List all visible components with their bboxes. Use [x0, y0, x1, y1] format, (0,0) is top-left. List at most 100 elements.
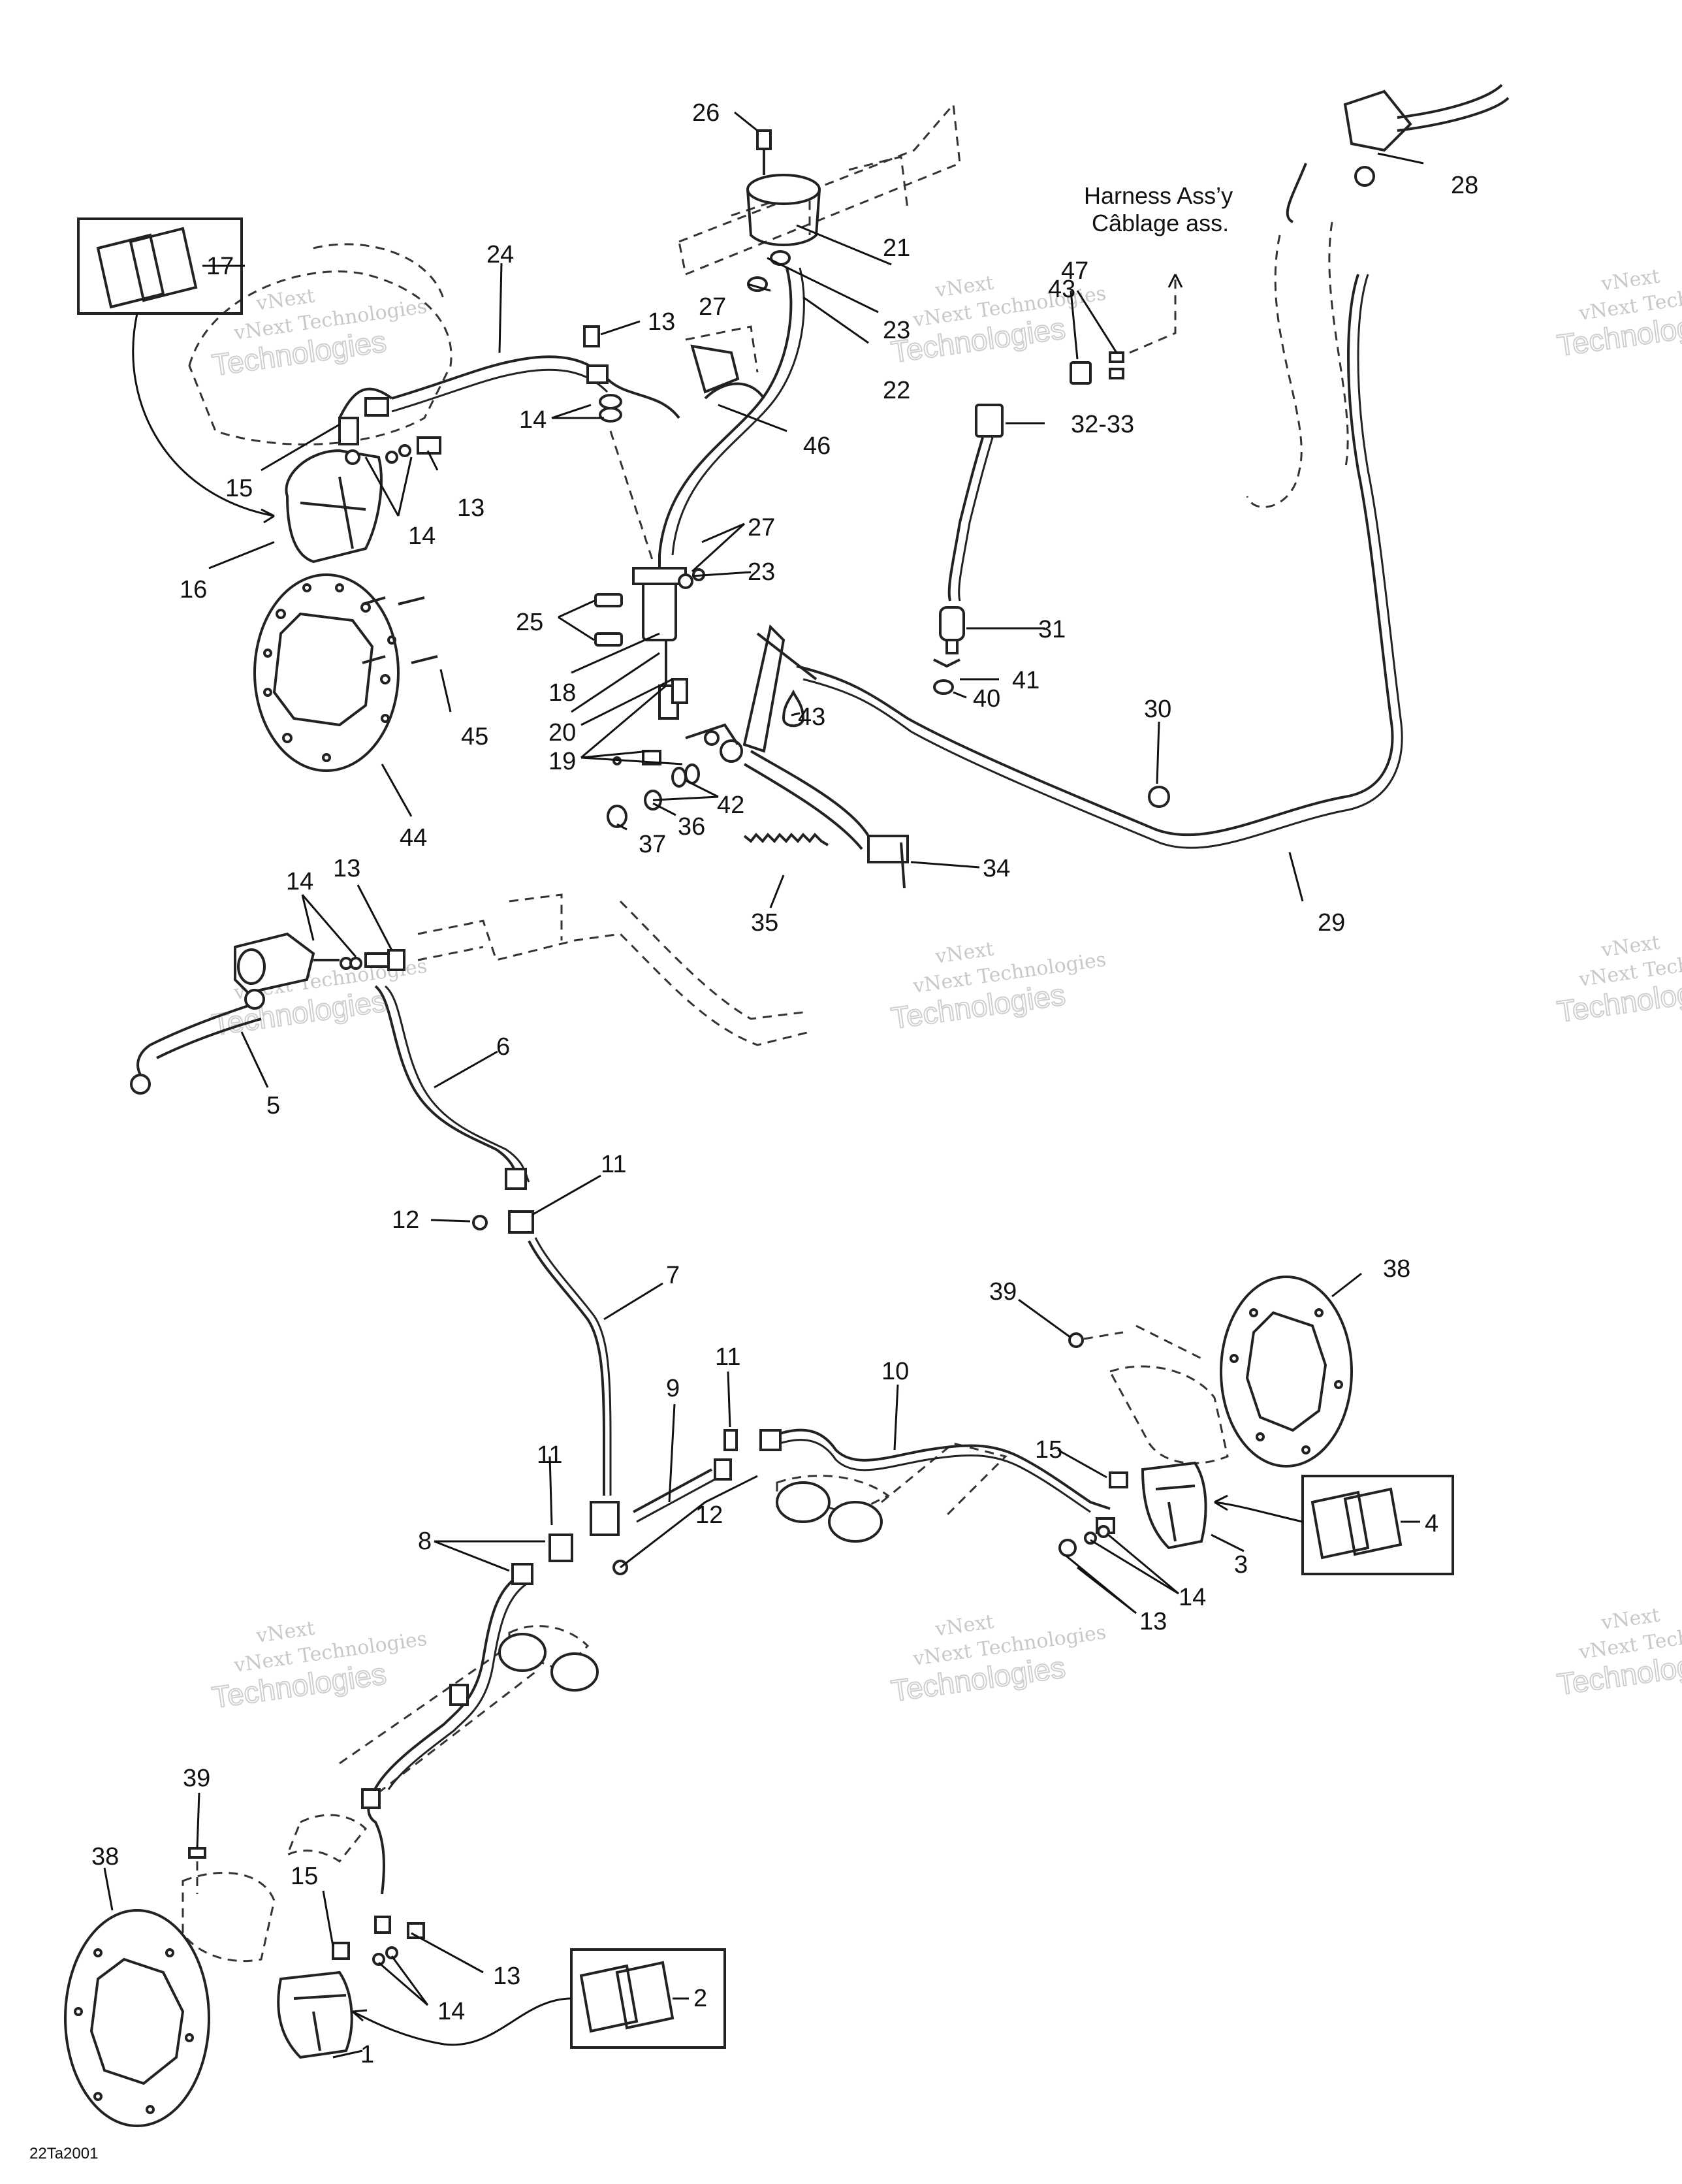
callout-14: 14	[286, 868, 313, 895]
disc-bolts-45	[362, 596, 438, 664]
callout-41: 41	[1012, 667, 1039, 694]
frame-outline	[182, 102, 1349, 1963]
callout-7: 7	[666, 1262, 680, 1289]
bolt-39	[1068, 1332, 1084, 1348]
callout-3: 3	[1234, 1551, 1248, 1579]
callout-10: 10	[881, 1358, 909, 1385]
rear-disc-44	[253, 573, 400, 772]
cable-tie-30	[1147, 786, 1171, 808]
watermark-layer: vNext vNext Technologies Technologies vN…	[210, 265, 1682, 1715]
watermark-text: vNext	[933, 272, 995, 302]
callout-2: 2	[693, 1985, 707, 2012]
tee-block	[548, 1501, 628, 1575]
callout-43: 43	[1048, 276, 1075, 303]
callout-4: 4	[1425, 1510, 1438, 1537]
callout-40: 40	[973, 685, 1000, 713]
watermark-text: vNext	[933, 938, 995, 969]
callout-14: 14	[437, 1998, 465, 2025]
callout-11: 11	[601, 1151, 626, 1178]
callouts: 26 21 23 27 22 46 43 47 28 32-33 31 41 4…	[91, 99, 1478, 2068]
callout-15: 15	[1035, 1436, 1062, 1464]
reservoir-hose-22	[658, 267, 793, 568]
callout-38: 38	[91, 1843, 119, 1871]
callout-12: 12	[392, 1206, 419, 1234]
parking-cable-29	[796, 274, 1394, 837]
brake-line-6	[374, 985, 520, 1183]
callout-16: 16	[180, 576, 207, 603]
clevis-19-20	[612, 678, 720, 765]
brake-line-8	[367, 1573, 523, 1895]
callout-21: 21	[883, 234, 910, 262]
callout-26: 26	[692, 99, 720, 127]
junction-block-11	[472, 1210, 534, 1234]
pad-kit-4	[1214, 1475, 1454, 1575]
harness-connectors	[933, 274, 1183, 695]
fitting	[505, 1168, 527, 1190]
parking-lever-28	[1286, 84, 1510, 223]
callout-42: 42	[717, 792, 744, 819]
callout-13: 13	[457, 494, 484, 522]
callout-13: 13	[1139, 1608, 1167, 1635]
watermark-text: vNext	[1599, 265, 1661, 296]
callout-20: 20	[548, 719, 576, 747]
brake-line-9	[633, 1468, 712, 1513]
callout-38: 38	[1383, 1255, 1410, 1283]
watermark-text: vNext	[1599, 1604, 1661, 1635]
callout-39: 39	[989, 1278, 1017, 1306]
callout-27: 27	[748, 514, 775, 541]
callout-22: 22	[883, 377, 910, 404]
callout-47: 47	[1061, 257, 1088, 285]
front-disc-38-left	[64, 1909, 210, 2127]
callout-46: 46	[803, 432, 831, 460]
master-cylinder-18	[632, 567, 705, 720]
callout-35: 35	[751, 909, 778, 937]
callout-32-33: 32-33	[1071, 411, 1134, 438]
callout-24: 24	[486, 241, 514, 268]
callout-14: 14	[519, 406, 547, 434]
harness-label-line-2: Câblage ass.	[1092, 210, 1229, 236]
front-master-cylinder-5	[130, 932, 405, 1095]
junction-fitting	[583, 325, 654, 562]
pivot-tubes	[498, 1481, 883, 1692]
callout-11: 11	[537, 1441, 562, 1469]
bolt-39	[188, 1847, 206, 1859]
callout-30: 30	[1144, 696, 1171, 723]
rear-caliper-16	[285, 387, 441, 564]
watermark-text: vNext	[254, 1617, 316, 1648]
switch-43	[782, 689, 805, 728]
callout-45: 45	[461, 723, 488, 750]
callout-13: 13	[493, 1963, 520, 1990]
callout-9: 9	[666, 1375, 680, 1402]
callout-1: 1	[360, 2041, 374, 2068]
callout-13: 13	[648, 308, 675, 336]
callout-29: 29	[1318, 909, 1345, 937]
callout-25: 25	[516, 609, 543, 636]
front-disc-38-right	[1220, 1276, 1353, 1468]
bolts-25	[594, 593, 623, 647]
callout-43: 43	[798, 703, 825, 731]
hose-clamp-46	[704, 382, 765, 400]
callout-12: 12	[695, 1502, 723, 1529]
brake-line-7	[528, 1240, 605, 1496]
callout-14: 14	[1179, 1584, 1206, 1611]
callout-15: 15	[225, 475, 253, 502]
watermark-text: vNext	[933, 1611, 995, 1641]
callout-14: 14	[408, 522, 436, 550]
callout-17: 17	[206, 253, 234, 280]
callout-5: 5	[266, 1092, 280, 1119]
front-caliper-1	[277, 1916, 425, 2059]
brake-pedal-34	[685, 624, 909, 889]
callout-8: 8	[418, 1528, 432, 1555]
callout-31: 31	[1038, 616, 1066, 643]
callout-13: 13	[333, 855, 360, 882]
spring-35	[743, 833, 829, 846]
brake-line-24	[391, 355, 680, 419]
callout-18: 18	[548, 679, 576, 707]
callout-27: 27	[699, 293, 726, 321]
callout-37: 37	[639, 831, 666, 858]
callout-36: 36	[678, 813, 705, 841]
watermark-text: vNext	[1599, 931, 1661, 962]
callout-34: 34	[983, 855, 1010, 882]
pad-kit-2	[352, 1948, 726, 2049]
callout-19: 19	[548, 748, 576, 775]
